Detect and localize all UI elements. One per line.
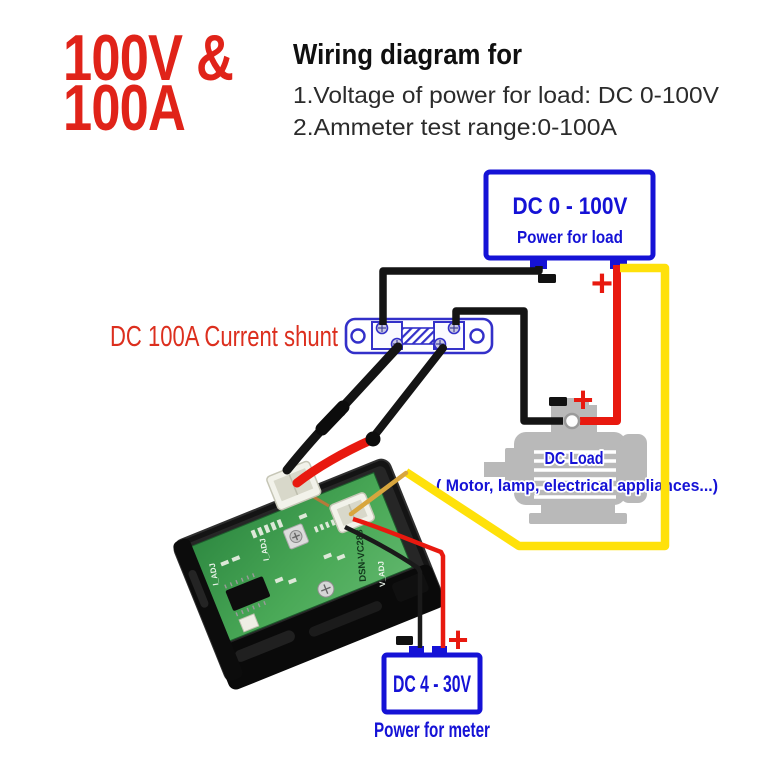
plus-symbol-meter-supply: + — [447, 619, 468, 660]
wire-junction-blob-left — [334, 405, 346, 417]
motor-terminal-box — [559, 398, 589, 407]
badge-100a: 100A — [63, 71, 185, 144]
motor-vents — [534, 450, 616, 499]
diagram-title: Wiring diagram for — [293, 39, 522, 71]
meter-supply-label: Power for meter — [374, 719, 490, 742]
meter-supply-terminal-negative — [409, 646, 424, 656]
note-ammeter-range: 2.Ammeter test range:0-100A — [293, 114, 618, 140]
shunt-screws — [375, 321, 461, 351]
shunt-label: DC 100A Current shunt — [110, 321, 338, 353]
load-supply-range: DC 0 - 100V — [513, 193, 628, 220]
wires — [282, 263, 670, 648]
wire-thin-black-meter-power — [344, 524, 423, 648]
ic-chip — [225, 576, 270, 611]
minus-symbol-load — [538, 274, 556, 283]
wire-thin-yellow-meter — [348, 470, 409, 517]
plus-symbol-motor: + — [572, 379, 593, 420]
meter-supply-box: DC 4 - 30V Power for meter — [374, 646, 490, 742]
meter-adj-current-label: I_ADJ — [208, 562, 221, 586]
wire-thick-red-meter — [292, 435, 376, 488]
meter-adj-current-label: I_ADJ — [258, 538, 271, 562]
wire-junction-blob-right — [365, 431, 381, 447]
dc-load-examples: ( Motor, lamp, electrical appliances...) — [436, 477, 718, 495]
meter-supply-terminal-positive — [432, 646, 447, 656]
meter-model-label: DSN-VC288 — [354, 529, 369, 582]
load-supply-label: Power for load — [517, 227, 623, 247]
pcb-components — [220, 493, 346, 633]
motor-shaft — [484, 462, 508, 477]
load-supply-box: DC 0 - 100V Power for load — [483, 169, 656, 269]
polarity-symbols: + + + — [396, 263, 613, 660]
minus-symbol-motor — [549, 397, 567, 406]
motor-base — [529, 513, 627, 524]
meter-adj-voltage-label: V_ADJ — [377, 561, 388, 587]
meter-supply-range: DC 4 - 30V — [393, 671, 471, 698]
shunt-graphic — [344, 317, 494, 355]
wire-red-load-positive-to-motor — [580, 265, 621, 425]
dc-load-name: DC Load — [545, 448, 604, 468]
badge-100v: 100V & — [63, 21, 233, 94]
wire-black-shunt-to-motor-negative — [452, 307, 563, 425]
load-supply-outline — [483, 169, 656, 261]
wire-black-load-negative-to-shunt — [379, 266, 543, 325]
note-voltage-range: 1.Voltage of power for load: DC 0-100V — [293, 82, 720, 108]
motor-foot — [541, 502, 615, 515]
wire-yellow-voltage-sense — [403, 263, 670, 551]
header: 100V & 100A Wiring diagram for 1.Voltage… — [63, 21, 720, 144]
minus-symbol-meter-supply — [396, 636, 413, 645]
wire-black-junction-to-shunt — [367, 344, 447, 444]
wire-thin-red-meter-power — [352, 516, 446, 648]
motor-terminal-post — [563, 412, 581, 430]
plus-symbol-load: + — [591, 263, 613, 305]
